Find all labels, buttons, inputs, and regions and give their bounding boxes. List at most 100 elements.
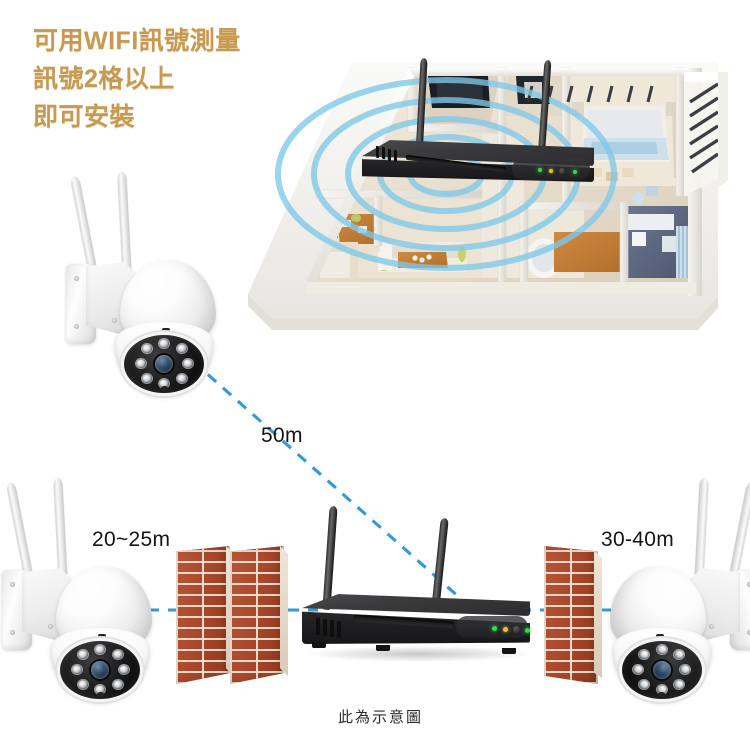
brick-wall-left-2-side [280, 546, 288, 676]
outer-wall-front [306, 282, 696, 294]
balcony-top-rail [684, 72, 728, 82]
floor-nvr-vent-3 [330, 620, 334, 637]
camera-top-left-mount-screw-bottom [74, 324, 79, 329]
floor-nvr-top-face [302, 594, 530, 616]
camera-bottom-right-ir-led-7 [680, 665, 690, 674]
camera-top-left[interactable] [58, 171, 228, 407]
label-right-distance: 30-40m [601, 528, 675, 551]
wall-frame-a [590, 168, 602, 177]
brick-wall-left-2-face [230, 546, 284, 684]
headline-line-1: 可用WIFI訊號測量 [33, 27, 241, 55]
camera-bottom-right-ir-led-2 [639, 650, 649, 659]
camera-top-left-arm-screw [112, 318, 117, 323]
camera-bottom-left-ir-led-3 [119, 665, 129, 674]
camera-top-left-ir-led-2 [177, 344, 187, 353]
house-nvr-led-net [573, 170, 577, 174]
camera-top-left-ir-led-1 [159, 339, 169, 348]
camera-bottom-right[interactable] [592, 477, 750, 713]
camera-bottom-left-lens [91, 661, 109, 679]
camera-top-left-antenna-right [117, 171, 132, 278]
wall-clock [632, 192, 644, 204]
chair [632, 232, 646, 246]
brick-wall-left-1-face [176, 546, 230, 684]
floor-nvr-button[interactable] [513, 626, 520, 633]
camera-bottom-left-ir-led-7 [72, 665, 82, 674]
house-nvr-button[interactable] [559, 168, 565, 174]
floor-nvr-foot-mid [376, 645, 390, 651]
floor-nvr-led-net [525, 628, 530, 633]
floor-nvr-led-power [492, 626, 497, 631]
camera-bottom-right-lens [653, 661, 671, 679]
camera-bottom-left-mount-screw-bottom [10, 630, 15, 635]
house-nvr-vent-4 [394, 149, 397, 163]
camera-top-left-ir-led-8 [142, 344, 152, 353]
house-nvr-vent-3 [388, 148, 391, 162]
floor-nvr-antenna-right [431, 517, 449, 611]
floor-nvr-vent-1 [316, 618, 320, 635]
camera-bottom-right-ir-led-6 [674, 680, 684, 689]
camera-top-left-mount-screw-top [74, 276, 79, 281]
camera-bottom-left-ir-led-2 [113, 650, 123, 659]
camera-top-left-ir-led-4 [177, 374, 187, 383]
floor-nvr-antenna-left [322, 505, 338, 611]
camera-top-left-ir-led-5 [159, 379, 169, 388]
camera-top-left-microphone [162, 328, 170, 332]
desk [628, 214, 674, 230]
camera-bottom-left-light-sensor [97, 692, 104, 697]
camera-bottom-right-ir-led-8 [674, 650, 684, 659]
house-base-edge [248, 294, 718, 330]
camera-bottom-left-ir-led-4 [113, 680, 123, 689]
camera-bottom-left-ir-led-8 [78, 650, 88, 659]
camera-bottom-right-arm-screw [709, 624, 714, 629]
camera-bottom-right-ir-led-4 [639, 680, 649, 689]
floor-nvr-vent-2 [323, 619, 327, 636]
balcony-edge [718, 72, 728, 188]
floor-nvr-foot-right [502, 648, 516, 654]
tv-screen [436, 80, 483, 102]
balcony-louvers [689, 82, 719, 174]
camera-bottom-right-ir-led-1 [657, 645, 667, 654]
wall-frame-d [646, 186, 658, 196]
camera-top-left-light-sensor [161, 386, 168, 391]
house-nvr-led-status [549, 169, 553, 173]
house-nvr-device[interactable] [362, 57, 642, 198]
floor-nvr-foot-left [312, 642, 326, 648]
headline-line-2: 訊號2格以上 [33, 65, 175, 93]
floor-nvr-vent-4 [337, 621, 341, 638]
camera-bottom-right-microphone [656, 634, 664, 638]
centerpiece-plant [351, 214, 361, 222]
house-floorplan-illustration [232, 46, 732, 346]
footnote-disclaimer: 此為示意圖 [338, 709, 424, 726]
brick-wall-left-2 [230, 546, 288, 684]
table-decor-c [426, 254, 432, 260]
brick-wall-left-1 [176, 546, 234, 684]
camera-top-left-ir-led-7 [136, 359, 146, 368]
floor-nvr-led-status [503, 627, 508, 632]
floor-nvr-device[interactable] [296, 496, 546, 662]
bed-pillows [586, 110, 664, 138]
entry-mat [320, 252, 350, 278]
camera-top-left-ir-led-3 [183, 359, 193, 368]
camera-bottom-left-ir-led-6 [78, 680, 88, 689]
camera-bottom-left-ir-led-5 [95, 685, 105, 694]
outer-wall-back [408, 68, 696, 76]
house-nvr-antenna-right [537, 59, 552, 161]
label-diagonal-distance: 50m [261, 424, 303, 447]
camera-top-left-lens [155, 355, 173, 373]
camera-bottom-left-microphone [98, 634, 106, 638]
wall-frame-c [622, 168, 634, 177]
camera-bottom-left[interactable] [0, 477, 170, 713]
camera-bottom-left-antenna-right [53, 477, 68, 584]
camera-bottom-left-mount-screw-top [10, 582, 15, 587]
brick-wall-right-1-side [594, 550, 602, 678]
camera-top-left-ir-led-6 [142, 374, 152, 383]
table-decor-a [412, 255, 418, 261]
camera-bottom-left-ir-led-1 [95, 645, 105, 654]
camera-bottom-left-arm-screw [48, 624, 53, 629]
camera-bottom-right-antenna-right [694, 477, 709, 584]
camera-bottom-right-light-sensor [658, 692, 665, 697]
floorplan-svg [248, 62, 728, 330]
brick-wall-right-1 [544, 546, 602, 684]
label-left-distance: 20~25m [92, 528, 171, 551]
